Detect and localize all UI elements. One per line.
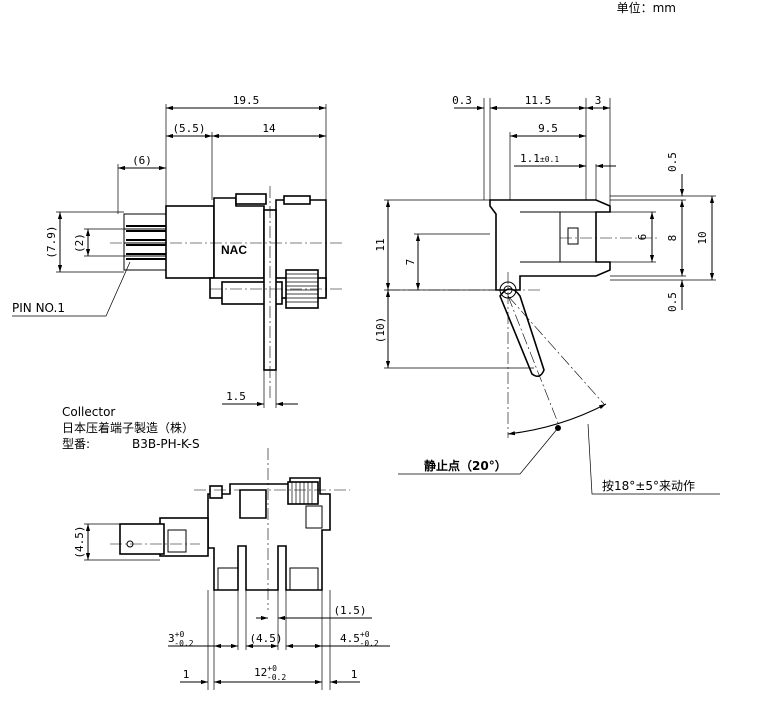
dim-total: 10 <box>696 231 709 244</box>
dim-left-w-value: 3 <box>168 632 175 645</box>
dim-bottom-margin: 0.5 <box>666 292 679 312</box>
dim-pivot: 7 <box>404 259 417 266</box>
dim-tol: 1.1±0.1 <box>520 152 559 165</box>
dim-top-margin: 0.5 <box>666 152 679 172</box>
dim-tol-suffix: ±0.1 <box>540 155 559 164</box>
dim-lever: 9.5 <box>538 122 558 135</box>
dim-left-height: (4.5) <box>73 525 86 558</box>
dim-edge-left: 1 <box>183 668 190 681</box>
unit-label: 单位：mm <box>617 0 676 15</box>
dim-offset: (1.5) <box>333 604 366 617</box>
stop-point-label: 静止点（20°） <box>424 458 507 473</box>
press-label: 按18°±5°来动作 <box>602 479 695 493</box>
collector-model-label: 型番: <box>62 437 90 451</box>
dim-lever-drop: (10) <box>374 317 387 344</box>
front-dimensions <box>12 104 327 408</box>
part-marking: NAC <box>221 243 247 257</box>
front-view <box>110 186 345 398</box>
dim-mid: 8 <box>666 235 679 242</box>
dim-side-height: 11 <box>374 238 387 251</box>
dim-left-w: 3+0-0.2 <box>168 630 194 648</box>
dim-pin-length: (6) <box>132 154 152 167</box>
dim-right-w-sup: +0 <box>360 630 370 639</box>
pin-label: PIN NO.1 <box>12 301 65 315</box>
dim-inner: 6 <box>636 234 649 241</box>
dim-pitch: (2) <box>73 233 86 253</box>
dim-side-width: 11.5 <box>525 94 552 107</box>
dim-right-w-value: 4.5 <box>340 632 360 645</box>
dim-center: (4.5) <box>249 632 282 645</box>
dim-total-width: 19.5 <box>233 94 260 107</box>
dim-left-w-sub: -0.2 <box>174 639 193 648</box>
side-view <box>388 199 720 495</box>
collector-model-value: B3B-PH-K-S <box>132 437 200 451</box>
dim-left-offset: (5.5) <box>172 122 205 135</box>
collector-maker: 日本压着端子製造（株） <box>62 420 194 435</box>
side-dimensions <box>384 98 716 369</box>
dim-span-sub: -0.2 <box>267 673 286 682</box>
dim-side-right: 3 <box>595 94 602 107</box>
dim-span-sup: +0 <box>267 664 277 673</box>
dim-pin-width: 1.5 <box>226 390 246 403</box>
dim-body-width: 14 <box>262 122 276 135</box>
bottom-dimensions <box>84 523 390 690</box>
dim-left-w-sup: +0 <box>175 630 185 639</box>
dim-tol-base: 1.1 <box>520 152 540 165</box>
collector-title: Collector <box>62 405 115 419</box>
dim-edge-right: 1 <box>351 668 358 681</box>
dim-right-w: 4.5+0-0.2 <box>340 630 379 648</box>
dim-height: (7.9) <box>45 225 58 258</box>
dim-span: 12+0-0.2 <box>254 664 286 682</box>
bottom-view <box>110 448 350 610</box>
dim-right-w-sub: -0.2 <box>360 639 379 648</box>
dim-span-value: 12 <box>254 666 267 679</box>
dim-gap: 0.3 <box>452 94 472 107</box>
